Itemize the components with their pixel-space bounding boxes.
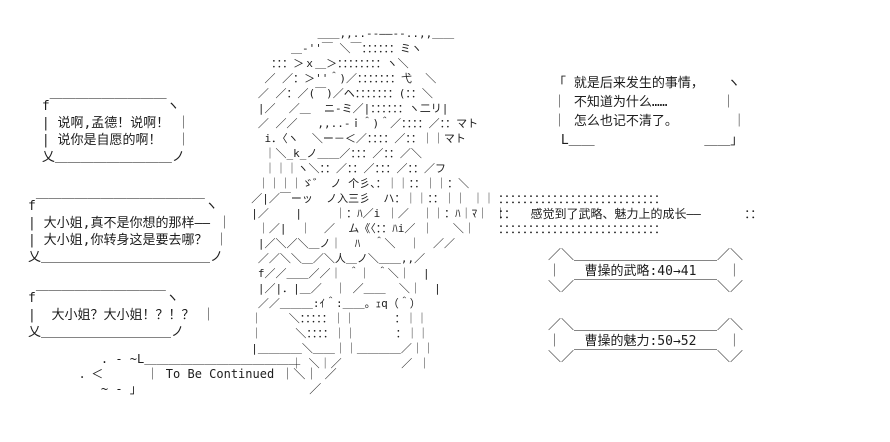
- growth-caption: ：：：：：：：：：：：：：：：：：：：：：：：：：：： ：： 感觉到了武略、魅力…: [498, 192, 763, 236]
- stat-box-charm: ／＼＿＿＿＿＿＿＿＿＿＿＿／＼ ｜ 曹操的魅力:50→52 ｜ ＼／￣￣￣￣￣￣…: [548, 318, 744, 365]
- narration-box: 「 就是后来发生的事情， ヽ ｜ 不知道为什么…… ｜ ｜ 怎么也记不清了。 ｜…: [553, 76, 746, 148]
- to-be-continued-banner: . - ~L＿＿＿＿＿＿＿＿＿＿＿＿＿ ．＜ ｜ To Be Continued…: [79, 352, 337, 396]
- aa-character: ＿＿,,..--――--..,,＿＿ ＿-''￣ ＼￣：：：：：：ミヽ ：：：＞…: [251, 27, 506, 370]
- speech-bubble-2: f￣￣￣￣￣￣￣￣￣￣￣￣￣ヽ | 大小姐,真不是你想的那样—— ｜ | 大小姐…: [28, 199, 231, 265]
- speech-bubble-1: f￣￣￣￣￣￣￣￣￣ヽ | 说啊,孟德！说啊！ ｜ | 说你是自愿的啊！ ｜ 乂…: [41, 99, 191, 165]
- speech-bubble-3: f￣￣￣￣￣￣￣￣￣￣ヽ | 大小姐？大小姐！？！？ ｜ 乂＿＿＿＿＿＿＿＿＿＿…: [28, 291, 216, 340]
- stat-box-warfare: ／＼＿＿＿＿＿＿＿＿＿＿＿／＼ ｜ 曹操的武略:40→41 ｜ ＼／￣￣￣￣￣￣…: [548, 248, 744, 295]
